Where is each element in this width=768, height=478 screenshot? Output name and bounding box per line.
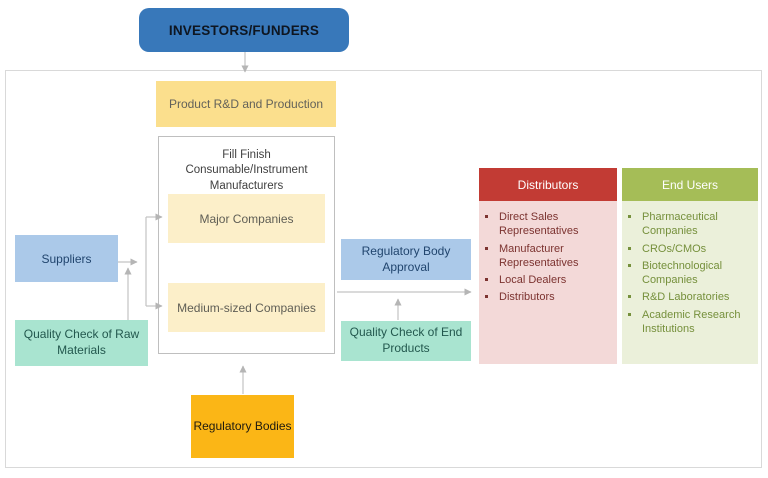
quality-check-raw-node: Quality Check of Raw Materials	[15, 320, 148, 366]
list-item: Distributors	[498, 290, 613, 304]
distributors-list: Direct Sales RepresentativesManufacturer…	[479, 201, 617, 305]
list-item: CROs/CMOs	[641, 242, 754, 256]
quality-check-end-node: Quality Check of End Products	[341, 321, 471, 361]
distributors-header: Distributors	[479, 168, 617, 201]
quality-check-end-label: Quality Check of End Products	[349, 325, 463, 355]
list-item: Manufacturer Representatives	[498, 242, 613, 271]
manufacturers-group-title: Fill Finish Consumable/Instrument Manufa…	[185, 148, 308, 192]
suppliers-node: Suppliers	[15, 235, 118, 282]
distributors-panel: Distributors Direct Sales Representative…	[479, 168, 617, 364]
end-users-header: End Users	[622, 168, 758, 201]
end-users-panel: End Users Pharmaceutical CompaniesCROs/C…	[622, 168, 758, 364]
list-item: Pharmaceutical Companies	[641, 210, 754, 239]
end-users-list: Pharmaceutical CompaniesCROs/CMOsBiotech…	[622, 201, 758, 336]
quality-check-raw-label: Quality Check of Raw Materials	[23, 327, 140, 357]
regulatory-approval-label: Regulatory Body Approval	[361, 243, 451, 274]
product-rd-label: Product R&D and Production	[168, 97, 324, 111]
suppliers-label: Suppliers	[41, 251, 92, 266]
medium-companies-node: Medium-sized Companies	[168, 283, 325, 332]
list-item: R&D Laboratories	[641, 290, 754, 304]
product-rd-node: Product R&D and Production	[156, 81, 336, 127]
list-item: Direct Sales Representatives	[498, 210, 613, 239]
investors-funders-node: INVESTORS/FUNDERS	[139, 8, 349, 52]
list-item: Biotechnological Companies	[641, 259, 754, 288]
regulatory-approval-node: Regulatory Body Approval	[341, 239, 471, 280]
medium-companies-label: Medium-sized Companies	[177, 300, 316, 315]
regulatory-bodies-label: Regulatory Bodies	[193, 419, 292, 434]
major-companies-label: Major Companies	[199, 211, 294, 226]
regulatory-bodies-node: Regulatory Bodies	[191, 395, 294, 458]
list-item: Local Dealers	[498, 273, 613, 287]
list-item: Academic Research Institutions	[641, 308, 754, 337]
investors-funders-label: INVESTORS/FUNDERS	[168, 22, 320, 38]
major-companies-node: Major Companies	[168, 194, 325, 243]
